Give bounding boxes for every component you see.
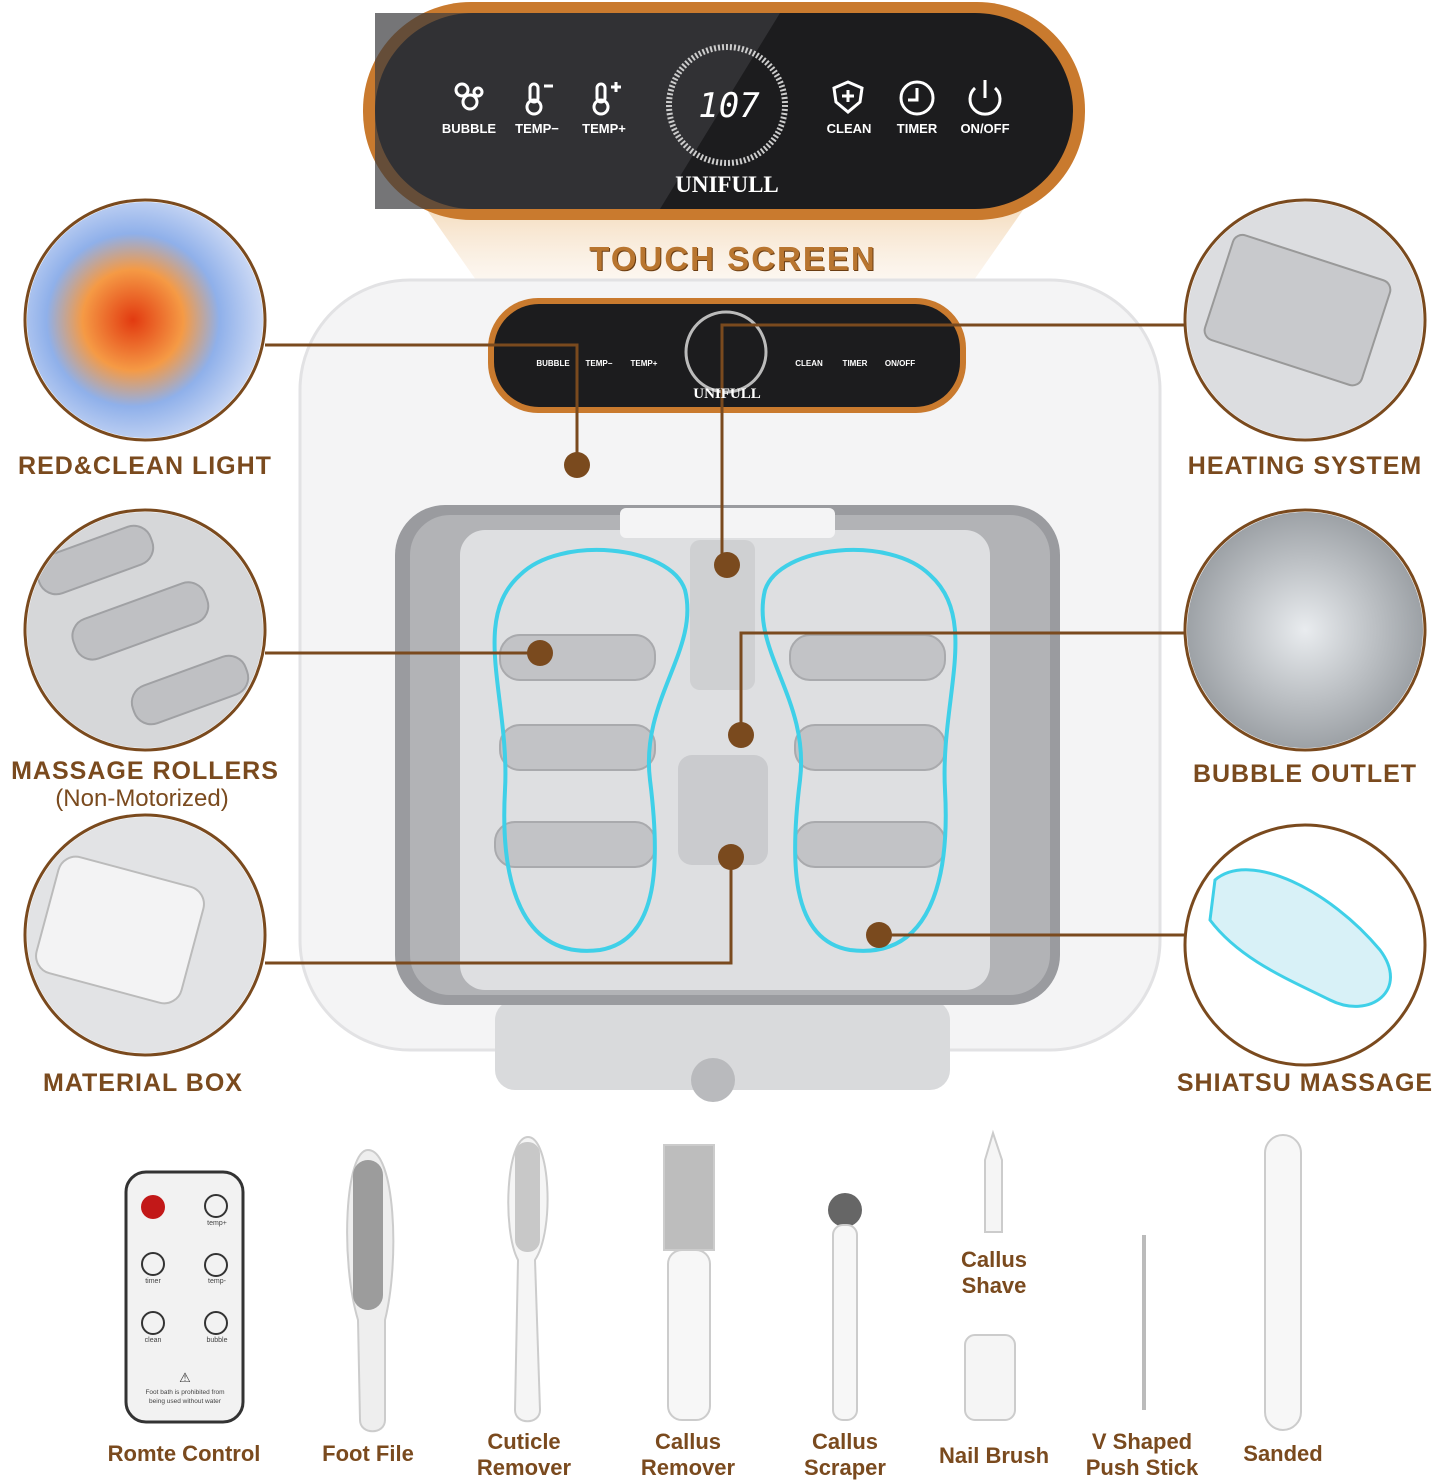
remote-warning-text: Foot bath is prohibited from being used … [145,1389,225,1405]
feature-sublabel-non-motorized: (Non-Motorized) [55,785,229,812]
remote-control [124,1170,245,1424]
mini-power-label: ON/OFF [884,359,916,368]
touch-button-temp-minus[interactable]: TEMP− [515,121,559,136]
thermometer-plus-icon [592,98,610,116]
touch-button-power[interactable]: ON/OFF [960,121,1010,136]
mini-clean-label: CLEAN [795,359,823,368]
thermometer-minus-icon [525,98,543,116]
feature-label-material-box: MATERIAL BOX [43,1069,243,1097]
warning-icon: ⚠ [179,1370,191,1385]
line1: Callus [960,1247,1028,1272]
accessories [124,1129,1302,1433]
mini-temp-plus-label: TEMP+ [630,359,658,368]
line2: Remover [640,1455,736,1480]
drain-knob [691,1058,735,1102]
touch-screen-caption: TOUCH SCREEN [589,240,877,277]
touch-button-temp-plus[interactable]: TEMP+ [582,121,626,136]
callout-dots [527,452,892,948]
clock-icon [899,80,935,116]
remote-label-temp-plus: temp+ [207,1220,227,1227]
bubbles-icon [472,86,484,98]
feature-label-bubble-outlet: BUBBLE OUTLET [1192,760,1418,788]
line2: Shave [961,1273,1027,1298]
line1: Callus [654,1429,722,1454]
line2: Scraper [804,1455,886,1480]
line2: Remover [476,1455,572,1480]
shiatsu-photo [1187,827,1423,1063]
temperature-display: 107 [698,86,760,126]
remote-power-button [141,1195,165,1219]
line2: Push Stick [1085,1455,1199,1480]
remote-label-bubble: bubble [206,1337,228,1344]
heater [690,540,755,690]
accessory-label-remote: Romte Control [107,1441,261,1466]
feature-label-red-clean-light: RED&CLEAN LIGHT [18,452,272,480]
line1: V Shaped [1091,1429,1193,1454]
mini-temp-minus-label: TEMP− [585,359,613,368]
remote-label-timer: timer [145,1278,161,1285]
rollers-photo [27,512,263,748]
mini-brand-logo: UNIFULL [693,386,761,402]
mini-bubble-label: BUBBLE [536,359,570,368]
connector-lines [265,323,1185,965]
mini-timer-label: TIMER [842,359,868,368]
red-light-photo [27,202,263,438]
line1: Cuticle [487,1429,561,1454]
shield-plus-icon [832,80,864,114]
accessory-label-nail-brush: Nail Brush [938,1443,1050,1468]
foot-outline-glow [492,548,958,953]
accessory-label-foot-file: Foot File [322,1441,414,1466]
touch-button-bubble[interactable]: BUBBLE [441,121,497,136]
material-box-photo [27,817,263,1053]
light-beam [420,200,1030,300]
feature-label-heating-system: HEATING SYSTEM [1187,452,1423,480]
foot-bath [298,278,1162,1102]
power-icon [968,86,1002,116]
display-ring [666,44,788,166]
feature-label-shiatsu-massage: SHIATSU MASSAGE [1176,1069,1434,1097]
touch-panel [363,2,1085,220]
feature-label-massage-rollers: MASSAGE ROLLERS [11,757,279,785]
heating-photo [1187,202,1423,438]
touch-button-clean[interactable]: CLEAN [826,121,872,136]
accessory-label-sanded: Sanded [1243,1441,1323,1466]
line1: Callus [811,1429,879,1454]
touch-button-timer[interactable]: TIMER [896,121,938,136]
material-box [678,755,768,865]
remote-label-temp-minus: temp- [208,1278,226,1285]
remote-label-clean: clean [144,1337,162,1344]
bubble-photo [1187,512,1423,748]
brand-logo: UNIFULL [675,172,779,197]
